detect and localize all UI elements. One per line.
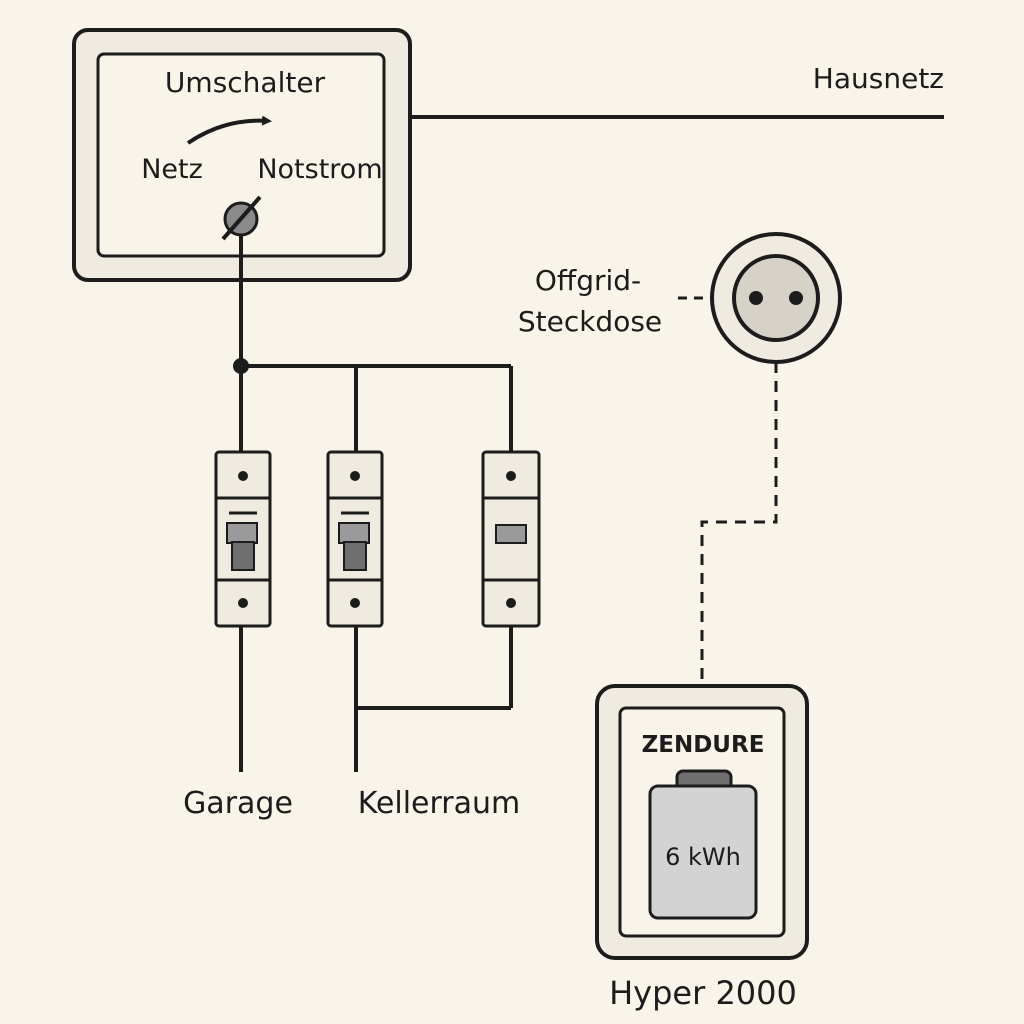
battery-icon	[648, 769, 758, 920]
switch-label-notstrom: Notstrom	[257, 154, 382, 185]
transfer-switch: Umschalter Netz Notstrom	[72, 28, 412, 282]
circuit-label-keller: Kellerraum	[358, 786, 521, 821]
battery-capacity-label: 6 kWh	[665, 843, 741, 871]
zendure-brand-label: ZENDURE	[642, 732, 765, 758]
switch-title: Umschalter	[165, 66, 326, 99]
switch-direction-arrow-icon	[186, 115, 272, 145]
distribution-wiring	[239, 235, 513, 772]
junction-dot	[233, 358, 249, 374]
switch-label-netz: Netz	[141, 154, 203, 185]
socket-cable-dashed	[700, 362, 778, 686]
offgrid-socket-icon[interactable]	[710, 232, 842, 364]
socket-label-line1: Offgrid-	[535, 264, 641, 297]
device-model-label: Hyper 2000	[609, 974, 797, 1012]
zendure-device: ZENDURE 6 kWh	[595, 684, 809, 960]
circuit-breaker-third[interactable]	[481, 450, 541, 628]
circuit-breaker-garage[interactable]	[214, 450, 272, 628]
circuit-label-garage: Garage	[183, 786, 293, 821]
hausnetz-label: Hausnetz	[813, 62, 944, 95]
circuit-breaker-keller[interactable]	[326, 450, 384, 628]
socket-label-line2: Steckdose	[518, 305, 662, 338]
